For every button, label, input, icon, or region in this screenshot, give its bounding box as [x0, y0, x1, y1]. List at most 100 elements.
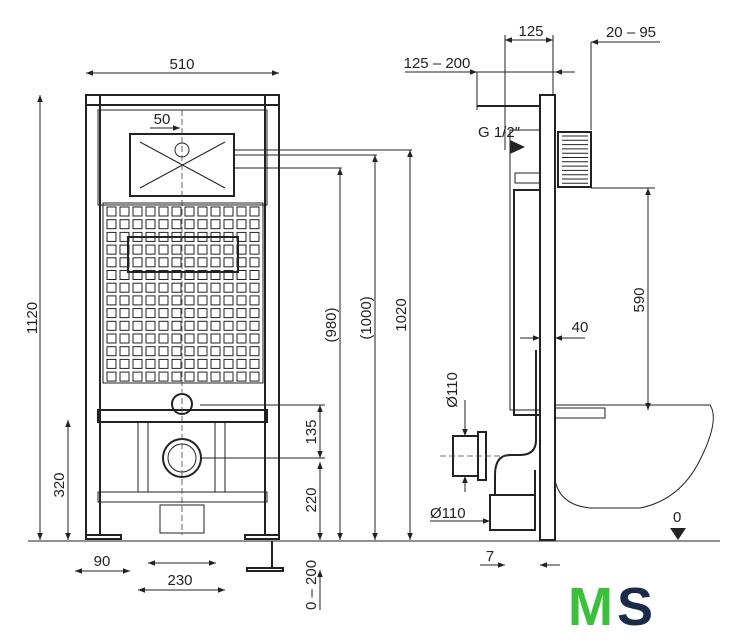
- grid-square: [158, 371, 169, 382]
- grid-square: [184, 295, 195, 306]
- grid-square: [106, 320, 117, 331]
- grid-square: [145, 282, 156, 293]
- grid-square: [132, 346, 143, 357]
- grid-square: [236, 346, 247, 357]
- grid-square: [223, 333, 234, 344]
- grid-square: [145, 244, 156, 255]
- grid-square: [249, 333, 260, 344]
- side-dimensions: 125 20 – 95 125 – 200 G 1/2″ 40 590 Ø110…: [404, 23, 686, 568]
- grid-square: [223, 358, 234, 369]
- flush-button-side: [557, 131, 592, 188]
- grid-square: [145, 320, 156, 331]
- grid-square: [106, 270, 117, 280]
- grid-square: [119, 282, 130, 293]
- grid-square: [132, 371, 143, 382]
- dim-bracket-height: 320: [51, 472, 68, 497]
- grid-square: [249, 206, 260, 217]
- grid-square: [197, 270, 208, 280]
- grid-square: [197, 371, 208, 382]
- side-frame: [440, 94, 714, 541]
- dim-flush-offset: 50: [154, 111, 171, 128]
- grid-square: [106, 282, 117, 293]
- dim-depth-125: 125: [518, 23, 543, 40]
- grid-square: [223, 270, 234, 280]
- grid-square: [171, 206, 182, 217]
- grid-square: [236, 295, 247, 306]
- grid-square: [210, 270, 221, 280]
- grid-square: [171, 308, 182, 319]
- grid-square: [197, 333, 208, 344]
- drain-diameter-top: Ø110: [444, 372, 461, 408]
- grid-square: [236, 358, 247, 369]
- grid-square: [210, 219, 221, 230]
- ms-logo: M S: [568, 577, 653, 637]
- grid-square: [210, 206, 221, 217]
- grid-square: [158, 282, 169, 293]
- grid-square: [119, 308, 130, 319]
- grid-square: [106, 308, 117, 319]
- grid-square: [145, 358, 156, 369]
- grid-square: [132, 206, 143, 217]
- grid-square: [145, 270, 156, 280]
- grid-square: [106, 206, 117, 217]
- grid-square: [119, 295, 130, 306]
- grid-square: [184, 333, 195, 344]
- grid-square: [236, 282, 247, 293]
- grid-square: [249, 231, 260, 242]
- grid-square: [197, 295, 208, 306]
- grid-square: [197, 358, 208, 369]
- grid-square: [132, 257, 143, 268]
- grid-square: [132, 295, 143, 306]
- grid-square: [119, 346, 130, 357]
- grid-square: [106, 333, 117, 344]
- grid-square: [158, 206, 169, 217]
- grid-square: [106, 231, 117, 242]
- dim-foot-width: 90: [94, 553, 111, 570]
- dim-offset-40: 40: [572, 319, 589, 336]
- dim-gap-7: 7: [486, 548, 494, 565]
- grid-square: [223, 295, 234, 306]
- dim-drain-to-supply: 135: [303, 419, 320, 444]
- grid-square: [223, 257, 234, 268]
- grid-square: [184, 282, 195, 293]
- grid-square: [223, 308, 234, 319]
- cistern-grid: [102, 202, 264, 384]
- grid-square: [210, 308, 221, 319]
- logo-m: M: [568, 577, 613, 637]
- dim-width: 510: [169, 56, 194, 73]
- grid-square: [171, 270, 182, 280]
- grid-square: [223, 206, 234, 217]
- grid-square: [197, 282, 208, 293]
- grid-square: [158, 333, 169, 344]
- grid-square: [223, 219, 234, 230]
- grid-square: [210, 358, 221, 369]
- grid-square: [249, 219, 260, 230]
- grid-square: [106, 219, 117, 230]
- grid-square: [145, 333, 156, 344]
- grid-square: [158, 320, 169, 331]
- grid-square: [171, 219, 182, 230]
- grid-square: [197, 320, 208, 331]
- dim-drain-height: 220: [303, 487, 320, 512]
- grid-square: [249, 320, 260, 331]
- grid-square: [145, 257, 156, 268]
- grid-square: [184, 371, 195, 382]
- grid-square: [119, 333, 130, 344]
- grid-square: [184, 219, 195, 230]
- toilet-bowl: [554, 404, 714, 509]
- grid-square: [145, 371, 156, 382]
- grid-square: [210, 295, 221, 306]
- floor-level-label: 0: [673, 509, 681, 526]
- grid-square: [119, 206, 130, 217]
- grid-square: [145, 295, 156, 306]
- grid-square: [249, 358, 260, 369]
- grid-square: [249, 282, 260, 293]
- grid-square: [184, 346, 195, 357]
- grid-square: [106, 257, 117, 268]
- grid-square: [249, 257, 260, 268]
- logo-s: S: [617, 577, 653, 637]
- grid-square: [236, 270, 247, 280]
- grid-square: [145, 346, 156, 357]
- grid-square: [184, 358, 195, 369]
